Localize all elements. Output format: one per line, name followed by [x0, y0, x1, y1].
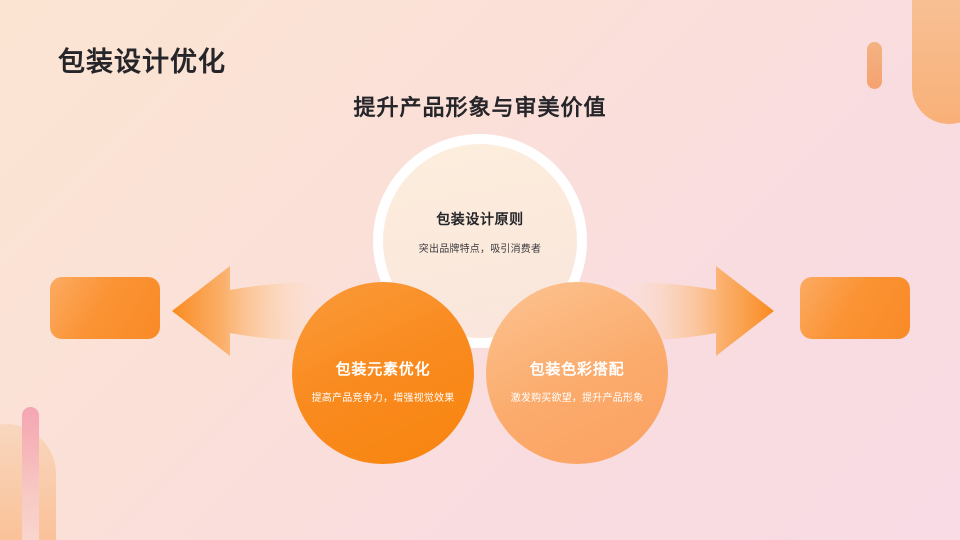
diagram-node-elements-title: 包装元素优化 [335, 361, 431, 378]
diagram-node-principle-title: 包装设计原则 [436, 211, 524, 227]
endcap-left-block[interactable] [50, 277, 160, 339]
diagram-node-colors[interactable]: 包装色彩搭配 激发购买欲望，提升产品形象 [486, 282, 668, 464]
arrow-left-icon [172, 266, 318, 356]
page-title: 包装设计优化 [58, 47, 226, 77]
diagram-node-colors-title: 包装色彩搭配 [529, 361, 625, 378]
decor-blob-bottom-left [0, 424, 56, 540]
diagram-node-elements-desc: 提高产品竞争力，增强视觉效果 [311, 393, 455, 404]
diagram-node-elements[interactable]: 包装元素优化 提高产品竞争力，增强视觉效果 [292, 282, 474, 464]
diagram-node-colors-desc: 激发购买欲望，提升产品形象 [510, 393, 644, 404]
endcap-right-block[interactable] [800, 277, 910, 339]
diagram-node-principle-desc: 突出品牌特点，吸引消费者 [418, 244, 542, 255]
arrow-right-icon [628, 266, 774, 356]
decor-bar-bottom-left-pink [22, 407, 39, 540]
decor-bar-top-right-small [867, 42, 882, 89]
page-subtitle: 提升产品形象与审美价值 [353, 95, 607, 120]
